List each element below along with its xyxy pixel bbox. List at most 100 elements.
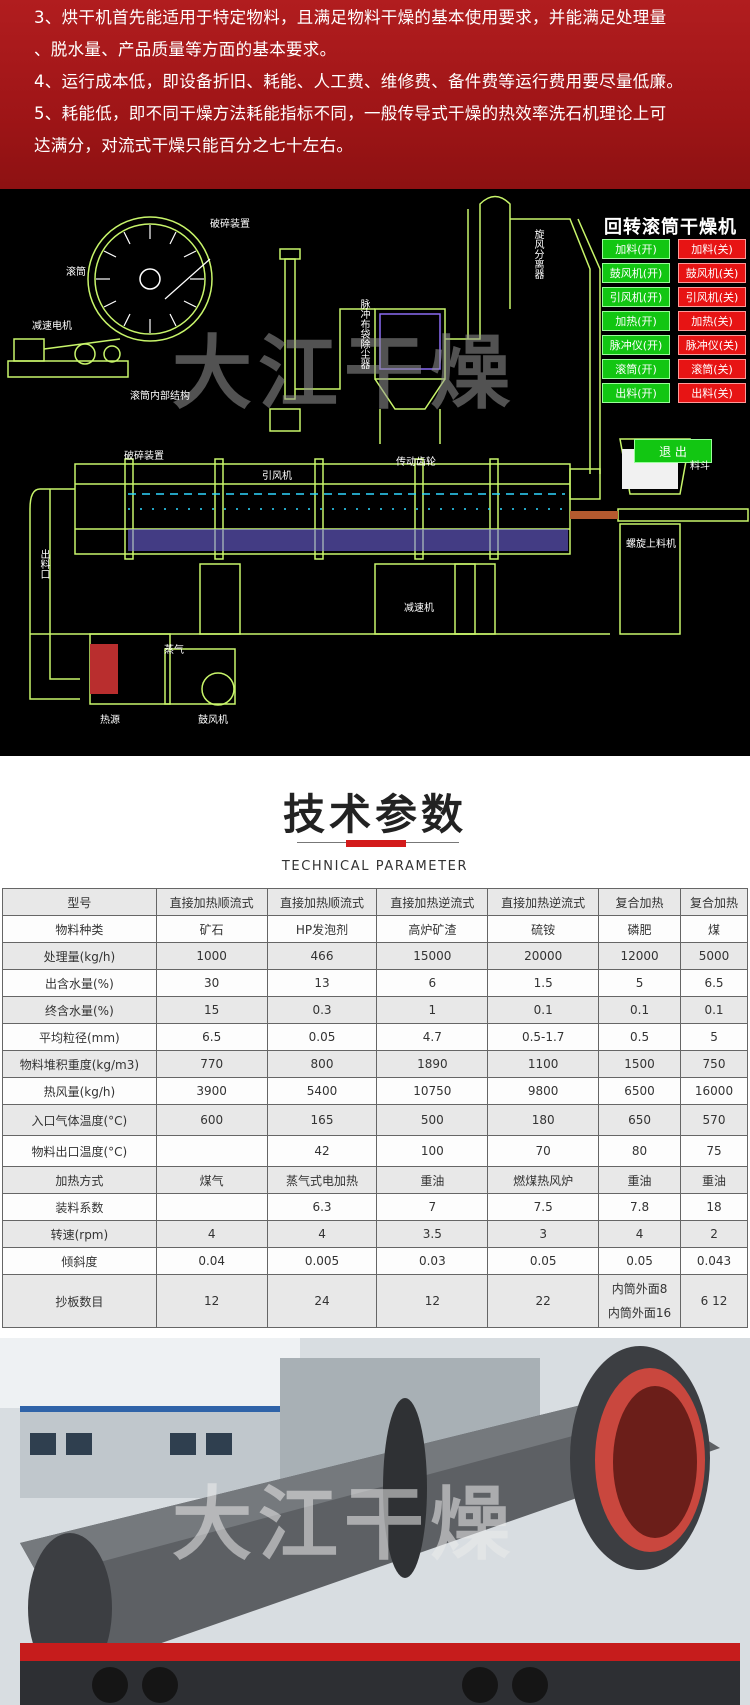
table-cell: 直接加热顺流式 [266,888,378,916]
table-cell: 复合加热 [598,888,682,916]
label-gear: 传动齿轮 [396,457,436,468]
row-header-cell: 处理量(kg/h) [2,942,157,970]
table-cell: 2 [680,1220,748,1248]
heat-off-button[interactable]: 加热(关) [678,311,746,331]
table-row: 型号直接加热顺流式直接加热顺流式直接加热逆流式直接加热逆流式复合加热复合加热 [2,888,748,916]
table-cell: 0.05 [266,1023,378,1051]
row-header-cell: 物料出口温度(°C) [2,1135,157,1167]
row-header-cell: 出含水量(%) [2,969,157,997]
exit-button[interactable]: 退 出 [634,439,712,463]
induced-fan-on-button[interactable]: 引风机(开) [602,287,670,307]
feed-off-button[interactable]: 加料(关) [678,239,746,259]
induced-fan-off-button[interactable]: 引风机(关) [678,287,746,307]
table-cell: 高炉矿渣 [376,915,489,943]
table-cell: 5400 [266,1077,378,1105]
table-cell: 0.1 [680,996,748,1024]
label-reducer-motor: 减速电机 [32,321,72,332]
label-reducer: 减速机 [404,603,434,614]
table-cell: 直接加热逆流式 [376,888,489,916]
table-cell [155,1193,268,1221]
table-cell: 0.005 [266,1247,378,1275]
photo-watermark: 大江干燥 [172,1478,516,1571]
pulse-on-button[interactable]: 脉冲仪(开) [602,335,670,355]
table-cell: 20000 [487,942,600,970]
row-header-cell: 平均粒径(mm) [2,1023,157,1051]
label-drum-inner: 滚筒内部结构 [130,391,190,402]
intro-line: 5、耗能低，即不同干燥方法耗能指标不同，一般传导式干燥的热效率洗石机理论上可 [34,104,667,123]
feed-on-button[interactable]: 加料(开) [602,239,670,259]
table-cell: 0.1 [487,996,600,1024]
table-cell: 650 [598,1104,682,1136]
table-cell: 42 [266,1135,378,1167]
intro-text: 3、烘干机首先能适用于特定物料，且满足物料干燥的基本使用要求，并能满足处理量 、… [34,2,734,162]
table-cell: 18 [680,1193,748,1221]
table-cell: 1 [376,996,489,1024]
note-line: 内筒外面16 [607,1306,672,1320]
table-cell: 1.5 [487,969,600,997]
table-cell: 165 [266,1104,378,1136]
intro-line: 达满分，对流式干燥只能百分之七十左右。 [34,136,354,155]
table-cell: 6 [376,969,489,997]
table-cell: 1890 [376,1050,489,1078]
table-cell: 0.5-1.7 [487,1023,600,1051]
diagram-watermark: 大江干燥 [172,327,516,420]
table-cell: 12 [155,1274,268,1328]
table-cell: 7 [376,1193,489,1221]
table-cell: 770 [155,1050,268,1078]
blower-on-button[interactable]: 鼓风机(开) [602,263,670,283]
table-cell: 重油 [376,1166,489,1194]
table-cell: 15 [155,996,268,1024]
diagram-title: 回转滚筒干燥机 [604,217,737,238]
table-cell: 16000 [680,1077,748,1105]
discharge-off-button[interactable]: 出料(关) [678,383,746,403]
table-cell: 80 [598,1135,682,1167]
label-blower: 鼓风机 [198,715,228,726]
heat-on-button[interactable]: 加热(开) [602,311,670,331]
table-cell: 75 [680,1135,748,1167]
row-header-cell: 入口气体温度(°C) [2,1104,157,1136]
row-header-cell: 装料系数 [2,1193,157,1221]
table-cell: 0.03 [376,1247,489,1275]
discharge-on-button[interactable]: 出料(开) [602,383,670,403]
table-cell: 0.1 [598,996,682,1024]
table-cell: 3 [487,1220,600,1248]
process-diagram: 大江干燥 回转滚筒干燥机 加料(开) 鼓风机(开) 引风机(开) 加热(开) 脉… [0,189,750,756]
row-header-cell: 物料堆积重度(kg/m3) [2,1050,157,1078]
table-cell: 13 [266,969,378,997]
table-cell: 30 [155,969,268,997]
blower-off-button[interactable]: 鼓风机(关) [678,263,746,283]
row-header-cell: 抄板数目 [2,1274,157,1328]
table-cell: 22 [487,1274,600,1328]
label-cyclone: 旋风分离器 [532,229,543,279]
table-cell: 矿石 [155,915,268,943]
tech-subtitle: TECHNICAL PARAMETER [281,859,469,874]
label-induced-fan: 引风机 [262,471,292,482]
intro-section: 3、烘干机首先能适用于特定物料，且满足物料干燥的基本使用要求，并能满足处理量 、… [0,0,750,189]
table-cell: 7.5 [487,1193,600,1221]
table-cell: 5000 [680,942,748,970]
table-cell: 466 [266,942,378,970]
table-cell: 4 [598,1220,682,1248]
intro-line: 、脱水量、产品质量等方面的基本要求。 [34,40,337,59]
drum-on-button[interactable]: 滚筒(开) [602,359,670,379]
table-cell: 直接加热逆流式 [487,888,600,916]
pulse-off-button[interactable]: 脉冲仪(关) [678,335,746,355]
label-screw-feeder: 螺旋上料机 [626,539,676,550]
table-cell: 9800 [487,1077,600,1105]
row-header-cell: 热风量(kg/h) [2,1077,157,1105]
table-cell: 蒸气式电加热 [266,1166,378,1194]
table-row: 加热方式煤气蒸气式电加热重油燃煤热风炉重油重油 [2,1166,748,1194]
product-photo: 大江干燥 [0,1338,750,1705]
table-cell: 燃煤热风炉 [487,1166,600,1194]
drum-off-button[interactable]: 滚筒(关) [678,359,746,379]
label-crusher-mid: 破碎装置 [124,451,164,462]
row-header-cell: 物料种类 [2,915,157,943]
tech-heading: 技术参数 TECHNICAL PARAMETER [0,756,750,884]
table-cell: 12 [376,1274,489,1328]
